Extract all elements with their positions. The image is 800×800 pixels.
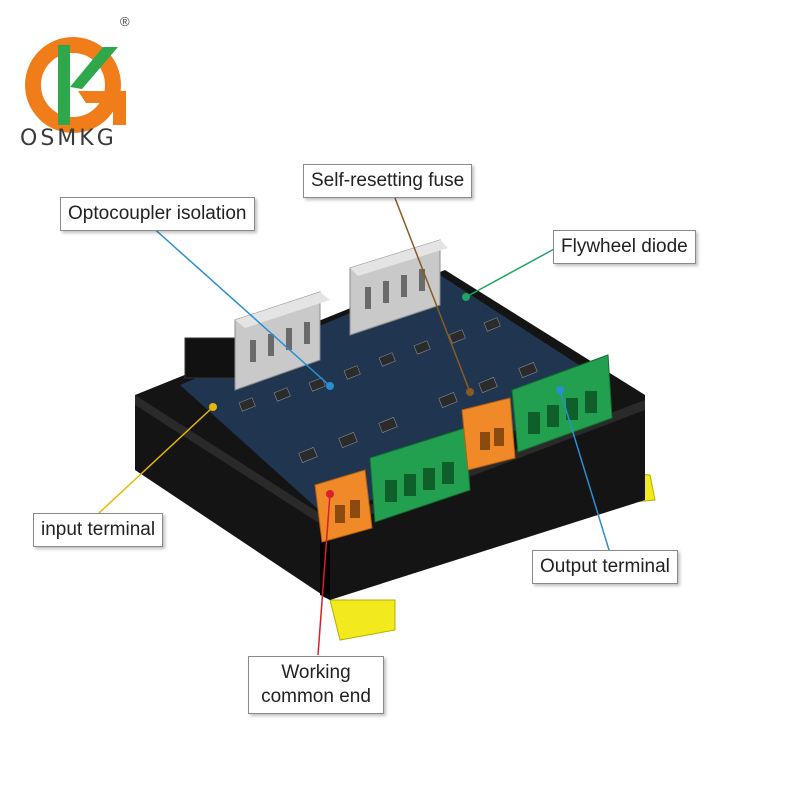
dot-input [209, 403, 217, 411]
green-terminal-back [511, 354, 613, 453]
leader-fuse [394, 197, 471, 393]
callout-flywheel-diode: Flywheel diode [553, 230, 696, 264]
dot-flywheel [462, 293, 470, 301]
dot-fuse [466, 388, 474, 396]
leader-common [317, 493, 331, 656]
din-clip-front [329, 599, 396, 641]
pcb-components [238, 317, 538, 463]
orange-terminal-front [314, 469, 373, 543]
grey-terminal-right [349, 239, 448, 336]
common-line-1: Working [281, 662, 351, 683]
callout-optocoupler-isolation: Optocoupler isolation [60, 197, 255, 231]
leader-input [98, 406, 214, 514]
leader-optocoupler [149, 224, 331, 387]
leader-flywheel [465, 247, 557, 298]
dot-output [556, 386, 564, 394]
logo-orange-ring [25, 37, 121, 133]
grey-terminal-left [234, 291, 330, 391]
logo-orange-g-tail [78, 91, 126, 125]
callout-input-terminal: input terminal [33, 513, 164, 547]
osmkg-logo [25, 37, 126, 133]
orange-terminal-back [461, 397, 516, 471]
brand-name: OSMKG [20, 126, 117, 151]
green-terminal-front [369, 427, 471, 523]
dot-optocoupler [326, 382, 334, 390]
dot-common [326, 490, 334, 498]
logo-green-arm [70, 47, 118, 89]
registered-mark: ® [120, 14, 130, 29]
callout-output-terminal: Output terminal [532, 550, 678, 584]
callout-self-resetting-fuse: Self-resetting fuse [303, 164, 473, 198]
black-header [184, 337, 238, 379]
logo-green-bar [58, 45, 70, 125]
leader-output [559, 389, 610, 551]
common-line-2: common end [261, 685, 371, 707]
callout-working-common-end: Working common end [248, 656, 384, 714]
pcb-board [180, 275, 610, 520]
